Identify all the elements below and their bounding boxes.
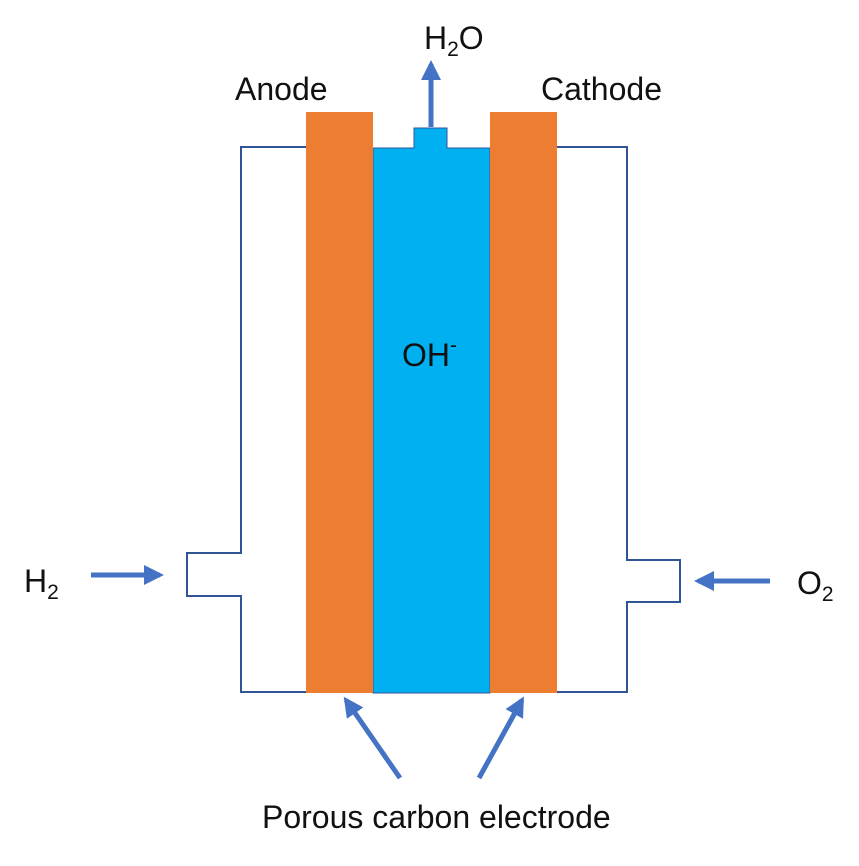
anode-pointer-arrow: [343, 696, 403, 780]
electrolyte-region: [372, 127, 491, 694]
anode-electrode: [306, 112, 373, 693]
anode-label: Anode: [235, 71, 328, 107]
water-label: H2O: [424, 20, 484, 61]
hydrogen-label: H2: [24, 563, 59, 604]
electrode-caption: Porous carbon electrode: [262, 799, 611, 835]
cathode-gas-chamber: [557, 146, 681, 693]
cathode-label: Cathode: [541, 71, 662, 107]
cathode-pointer-arrow: [476, 696, 525, 780]
anode-gas-chamber: [186, 146, 306, 693]
hydroxide-label: OH-: [402, 334, 457, 373]
oxygen-label: O2: [797, 565, 834, 606]
cathode-electrode: [490, 112, 557, 693]
